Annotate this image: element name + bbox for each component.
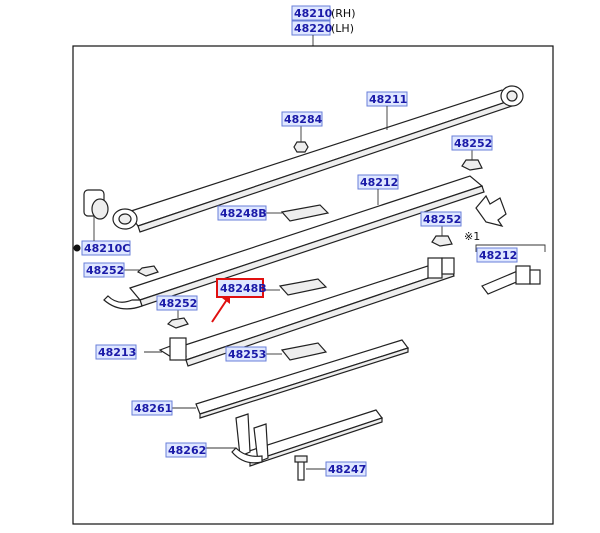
callout-48253[interactable]: 48253 <box>225 346 267 362</box>
leaf-bracket-48262 <box>231 409 383 467</box>
spacer-48253 <box>280 342 328 361</box>
callout-48247[interactable]: 48247 <box>325 461 367 477</box>
header-rh-suffix: (RH) <box>331 7 356 20</box>
svg-text:48261: 48261 <box>134 402 172 415</box>
callout-48248B-highlight[interactable]: 48248B <box>216 278 267 298</box>
callout-48212-inset[interactable]: 48212 <box>476 247 518 263</box>
detail-arrow <box>475 194 507 227</box>
callout-48248B-upper[interactable]: 48248B <box>217 205 267 221</box>
svg-text:48252: 48252 <box>454 137 492 150</box>
bolt-48247 <box>294 455 308 481</box>
pad-48252-left <box>136 265 159 277</box>
pad-48252-top <box>461 159 483 171</box>
pad-48252-lower <box>166 317 189 329</box>
svg-text:48247: 48247 <box>328 463 366 476</box>
callout-48252-top[interactable]: 48252 <box>451 135 493 151</box>
callout-48252-lower[interactable]: 48252 <box>156 295 198 311</box>
insert-plate-48248B-upper <box>280 204 330 222</box>
svg-text:48210: 48210 <box>294 7 333 20</box>
svg-text:48213: 48213 <box>98 346 136 359</box>
main-leaf-48211 <box>112 85 524 233</box>
svg-text:48252: 48252 <box>159 297 197 310</box>
inset-note-mark: ※1 <box>464 230 480 243</box>
second-leaf-48212 <box>103 175 485 310</box>
bushing-48210C <box>83 189 109 220</box>
callout-48284[interactable]: 48284 <box>281 111 323 127</box>
callout-48252-mid[interactable]: 48252 <box>420 211 462 227</box>
svg-text:48252: 48252 <box>423 213 461 226</box>
inset-detail: ※1 <box>464 230 546 295</box>
header-lh-suffix: (LH) <box>331 22 354 35</box>
svg-text:48211: 48211 <box>369 93 407 106</box>
svg-text:48262: 48262 <box>168 444 206 457</box>
svg-text:48220: 48220 <box>294 22 333 35</box>
pad-48252-mid <box>431 235 453 247</box>
svg-text:48252: 48252 <box>86 264 124 277</box>
svg-text:48248B: 48248B <box>220 207 267 220</box>
callout-48210C[interactable]: 48210C <box>73 240 131 256</box>
header-rh-code[interactable]: 48210 <box>291 5 333 21</box>
callout-48262[interactable]: 48262 <box>165 442 207 458</box>
svg-text:48212: 48212 <box>479 249 517 262</box>
svg-text:48284: 48284 <box>284 113 323 126</box>
svg-text:48212: 48212 <box>360 176 398 189</box>
header-lh-code[interactable]: 48220 <box>291 20 333 36</box>
svg-text:48253: 48253 <box>228 348 266 361</box>
nut-48284 <box>293 141 309 153</box>
callout-48252-left[interactable]: 48252 <box>83 262 125 278</box>
diagram-frame <box>72 45 554 525</box>
callout-48211[interactable]: 48211 <box>366 91 408 107</box>
third-leaf-48213 <box>158 257 455 367</box>
callout-48212-main[interactable]: 48212 <box>357 174 399 190</box>
highlight-arrow <box>211 297 229 323</box>
callout-48261[interactable]: 48261 <box>131 400 173 416</box>
leaf-plate-48261 <box>195 339 409 419</box>
svg-text:48210C: 48210C <box>84 242 130 255</box>
insert-plate-48248B-lower <box>278 278 328 296</box>
callout-48213[interactable]: 48213 <box>95 344 137 360</box>
svg-text:48248B: 48248B <box>220 282 267 295</box>
